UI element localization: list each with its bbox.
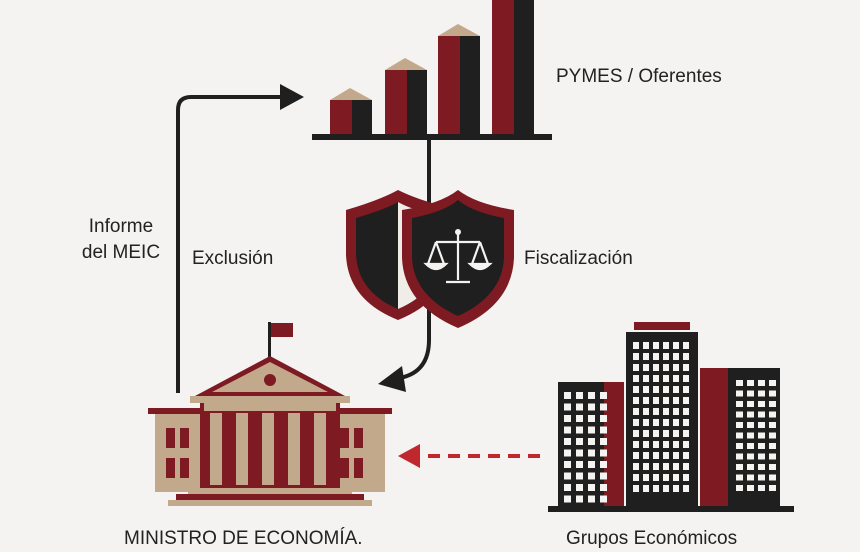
informe-arrow xyxy=(176,84,304,393)
government-building-icon xyxy=(148,322,392,506)
label-pymes: PYMES / Oferentes xyxy=(556,66,722,87)
label-informe-line1: Informe xyxy=(88,216,154,237)
label-fiscalizacion: Fiscalización xyxy=(524,248,633,269)
label-exclusion: Exclusión xyxy=(192,248,274,269)
shield-scales-icon xyxy=(346,190,514,328)
dashed-arrow xyxy=(398,444,540,468)
bar-chart-icon xyxy=(312,0,552,140)
office-towers-icon xyxy=(548,322,794,512)
label-ministro: MINISTRO DE ECONOMÍA. xyxy=(124,528,363,549)
fiscalizacion-arrow xyxy=(378,140,431,392)
label-grupos: Grupos Económicos xyxy=(566,528,738,549)
label-informe-meic: Informe del MEIC xyxy=(66,214,176,266)
label-informe-line2: del MEIC xyxy=(81,242,161,263)
